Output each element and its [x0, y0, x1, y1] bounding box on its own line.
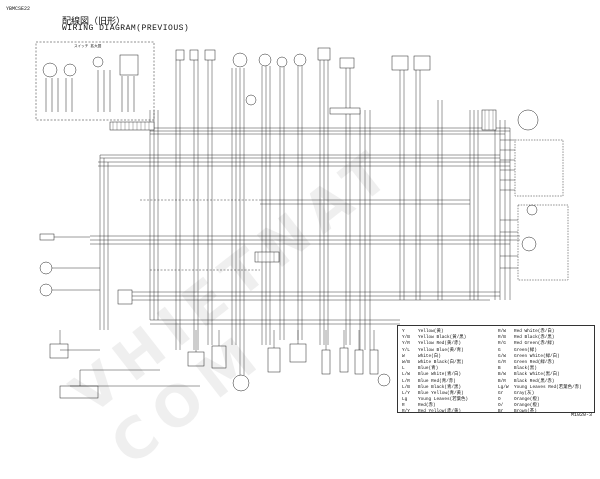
starter-motor-symbol: [517, 109, 539, 131]
relay-box: [391, 55, 409, 71]
main-harness-connector: [254, 251, 280, 263]
page-title-japanese: 配線図（旧形）: [62, 17, 126, 27]
gauge-connector: [232, 52, 248, 68]
switch-component: [92, 56, 104, 68]
page-title: WIRING DIAGRAM(PREVIOUS): [62, 24, 190, 33]
relay-box: [413, 55, 431, 71]
switch-component: [63, 63, 77, 77]
switch-detail-inset: [35, 41, 155, 121]
battery-icon: [49, 343, 69, 359]
figure-number: M1020-3: [570, 412, 592, 418]
legend-item: O/Orange(橙): [498, 403, 540, 409]
document-code: YBMCSE22: [6, 6, 31, 12]
wiring-diagram-page: YBMCSE22 配線図（旧形） WIRING DIAGRAM(PREVIOUS…: [6, 6, 595, 479]
ignition-switch: [42, 62, 58, 78]
inset-label: スイッチ 拡大図: [74, 45, 102, 49]
ignition-coil: [232, 374, 250, 392]
switch-block: [119, 54, 139, 76]
horn-icon: [39, 261, 53, 275]
wiring-schematic: [35, 41, 569, 399]
fuse-block: [514, 139, 564, 197]
